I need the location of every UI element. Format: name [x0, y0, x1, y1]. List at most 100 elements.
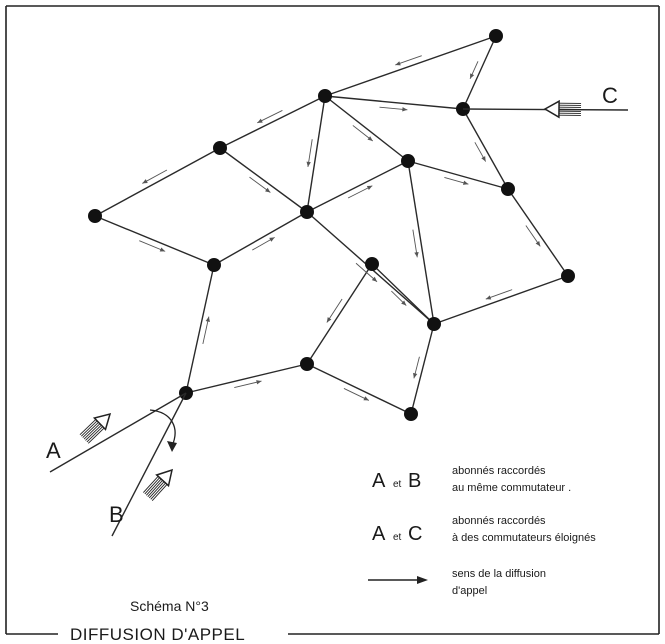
diagram-title: DIFFUSION D'APPEL: [70, 625, 245, 644]
legend-symbol-conj: et: [393, 479, 402, 490]
terminal-funnel-icon: [543, 99, 560, 119]
switch-node: [365, 257, 379, 271]
diffusion-arrow-head: [367, 136, 373, 142]
switch-node: [88, 209, 102, 223]
terminal-hatch-line: [87, 427, 105, 444]
switch-node: [318, 89, 332, 103]
legend-symbol-conj: et: [393, 532, 402, 543]
network-edge: [306, 363, 412, 415]
legend-text-line-1: abonnés raccordés: [452, 515, 546, 527]
network-edge: [507, 188, 569, 277]
frame: [5, 5, 660, 635]
diffusion-arrow-head: [256, 380, 262, 385]
network-edge: [185, 363, 308, 394]
network-edge: [371, 263, 435, 325]
terminal-hatch-line: [79, 419, 97, 436]
terminal-hatch-line: [148, 481, 165, 499]
diffusion-arrow-head: [306, 161, 311, 167]
terminal-b: [111, 392, 187, 537]
legend-text-line-2: d'appel: [452, 585, 487, 597]
diffusion-arrow-head: [413, 372, 418, 379]
diffusion-arrow-head: [485, 295, 492, 300]
switch-node: [300, 205, 314, 219]
diffusion-arrow-head: [257, 118, 263, 123]
diffusion-arrow-head: [159, 247, 166, 252]
network-edge: [94, 215, 215, 266]
network-edge: [410, 323, 435, 415]
switch-node: [300, 357, 314, 371]
switch-node: [207, 258, 221, 272]
terminal-hatch-line: [145, 478, 162, 496]
diffusion-arrow-head: [470, 73, 475, 79]
network-edge: [213, 211, 308, 266]
diffusion-arrow-head: [414, 251, 419, 258]
right-arrow-head-icon: [417, 576, 428, 584]
legend-text-line-1: sens de la diffusion: [452, 568, 546, 580]
network-edge: [324, 95, 464, 110]
diffusion-arrow-head: [265, 187, 271, 193]
diffusion-arrow-head: [462, 180, 469, 185]
switch-node: [404, 407, 418, 421]
network-edge: [407, 160, 435, 325]
terminal-hatch-line: [82, 421, 99, 438]
diffusion-arrow-head: [535, 240, 541, 247]
terminal-hatch-line: [151, 484, 168, 501]
diffusion-arrow-head: [326, 317, 332, 323]
network-edge: [462, 108, 509, 190]
switch-node: [489, 29, 503, 43]
legend-item-ac: A et C abonnés raccordés à des commutate…: [372, 515, 596, 545]
schema-number: Schéma N°3: [130, 598, 209, 614]
network-edge: [306, 95, 326, 213]
diffusion-arrows: [139, 55, 541, 401]
terminal-hatch-line: [143, 476, 159, 493]
terminal-hatch-line: [150, 482, 166, 500]
terminal-a: [49, 392, 187, 473]
terminal-hatch-line: [86, 426, 104, 443]
diffusion-arrow-head: [205, 316, 210, 322]
diffusion-arrow-head: [402, 107, 408, 112]
network-edge: [324, 35, 497, 97]
diffusion-arrow-head: [371, 276, 378, 282]
terminal-hatch-line: [83, 423, 101, 440]
legend-item-ab: A et B abonnés raccordés au même commuta…: [372, 465, 571, 494]
legend-symbol-second: C: [408, 523, 422, 545]
terminal-hatch-line: [85, 424, 102, 441]
terminal-funnel-icon: [92, 412, 112, 431]
terminal-hatch-line: [81, 420, 98, 437]
diffusion-arrow-head: [395, 61, 401, 66]
curved-swap-arrow-icon: [149, 409, 177, 452]
switch-node: [501, 182, 515, 196]
switch-node: [213, 141, 227, 155]
switch-node: [561, 269, 575, 283]
diffusion-arrow-head: [366, 185, 373, 190]
network-nodes: [88, 29, 575, 421]
legend-text-line-2: au même commutateur .: [452, 482, 571, 494]
terminal-label-c: C: [602, 83, 618, 108]
diffusion-arrow-head: [401, 300, 407, 306]
subscriber-line: [49, 392, 187, 473]
legend-symbol-first: A: [372, 523, 386, 545]
network-edges: [94, 35, 569, 415]
diffusion-arrow-head: [363, 396, 369, 401]
switch-node: [401, 154, 415, 168]
legend-text-line-1: abonnés raccordés: [452, 465, 546, 477]
legend-symbol-first: A: [372, 470, 386, 492]
legend-item-arrow: sens de la diffusion d'appel: [368, 568, 546, 597]
network-edge: [306, 263, 373, 365]
network-edge: [94, 147, 221, 217]
legend-text-line-2: à des commutateurs éloignés: [452, 532, 596, 544]
terminal-label-b: B: [109, 502, 124, 527]
terminal-hatch-line: [144, 477, 160, 495]
terminal-c: [462, 99, 629, 119]
legend-symbol-second: B: [408, 470, 421, 492]
subscriber-line: [111, 392, 187, 537]
diffusion-arrow-head: [142, 179, 148, 184]
network-edge: [219, 95, 326, 149]
network-edge: [462, 35, 497, 110]
network-edge: [185, 264, 215, 394]
subscriber-terminals: [49, 99, 629, 537]
network-edge: [324, 95, 409, 162]
diffusion-arrow-head: [269, 237, 275, 242]
switch-node: [427, 317, 441, 331]
